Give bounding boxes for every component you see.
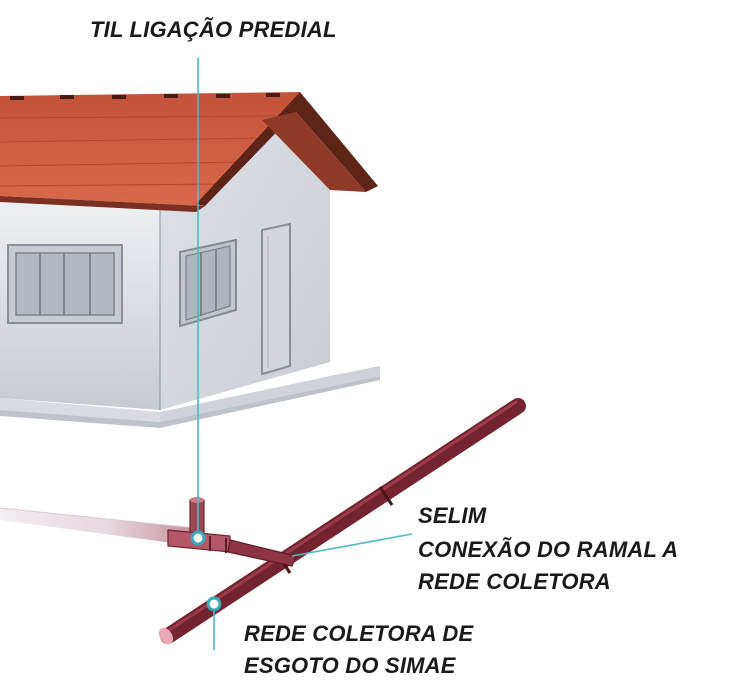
house	[0, 92, 378, 410]
selim-leader-line	[291, 533, 413, 557]
main-collector-pipe	[158, 398, 526, 645]
rede-marker-dot	[206, 596, 222, 612]
side-window	[179, 238, 237, 328]
selim-description-line2: REDE COLETORA	[418, 569, 611, 594]
rede-coletora-label-line2: ESGOTO DO SIMAE	[244, 653, 456, 678]
callout-markers	[190, 530, 222, 612]
branch-pipe	[0, 507, 196, 546]
leader-lines	[197, 58, 413, 650]
til-tee-fitting	[167, 497, 297, 567]
selim-label: SELIM	[418, 503, 487, 528]
ground-slab	[0, 366, 380, 428]
rede-coletora-label-line1: REDE COLETORA DE	[244, 621, 474, 646]
door	[261, 222, 291, 376]
roof	[0, 92, 378, 212]
til-marker-dot	[190, 530, 206, 546]
front-window	[7, 244, 123, 324]
selim-description-line1: CONEXÃO DO RAMAL A	[418, 537, 679, 562]
til-ligacao-predial-label: TIL LIGAÇÃO PREDIAL	[90, 17, 337, 42]
